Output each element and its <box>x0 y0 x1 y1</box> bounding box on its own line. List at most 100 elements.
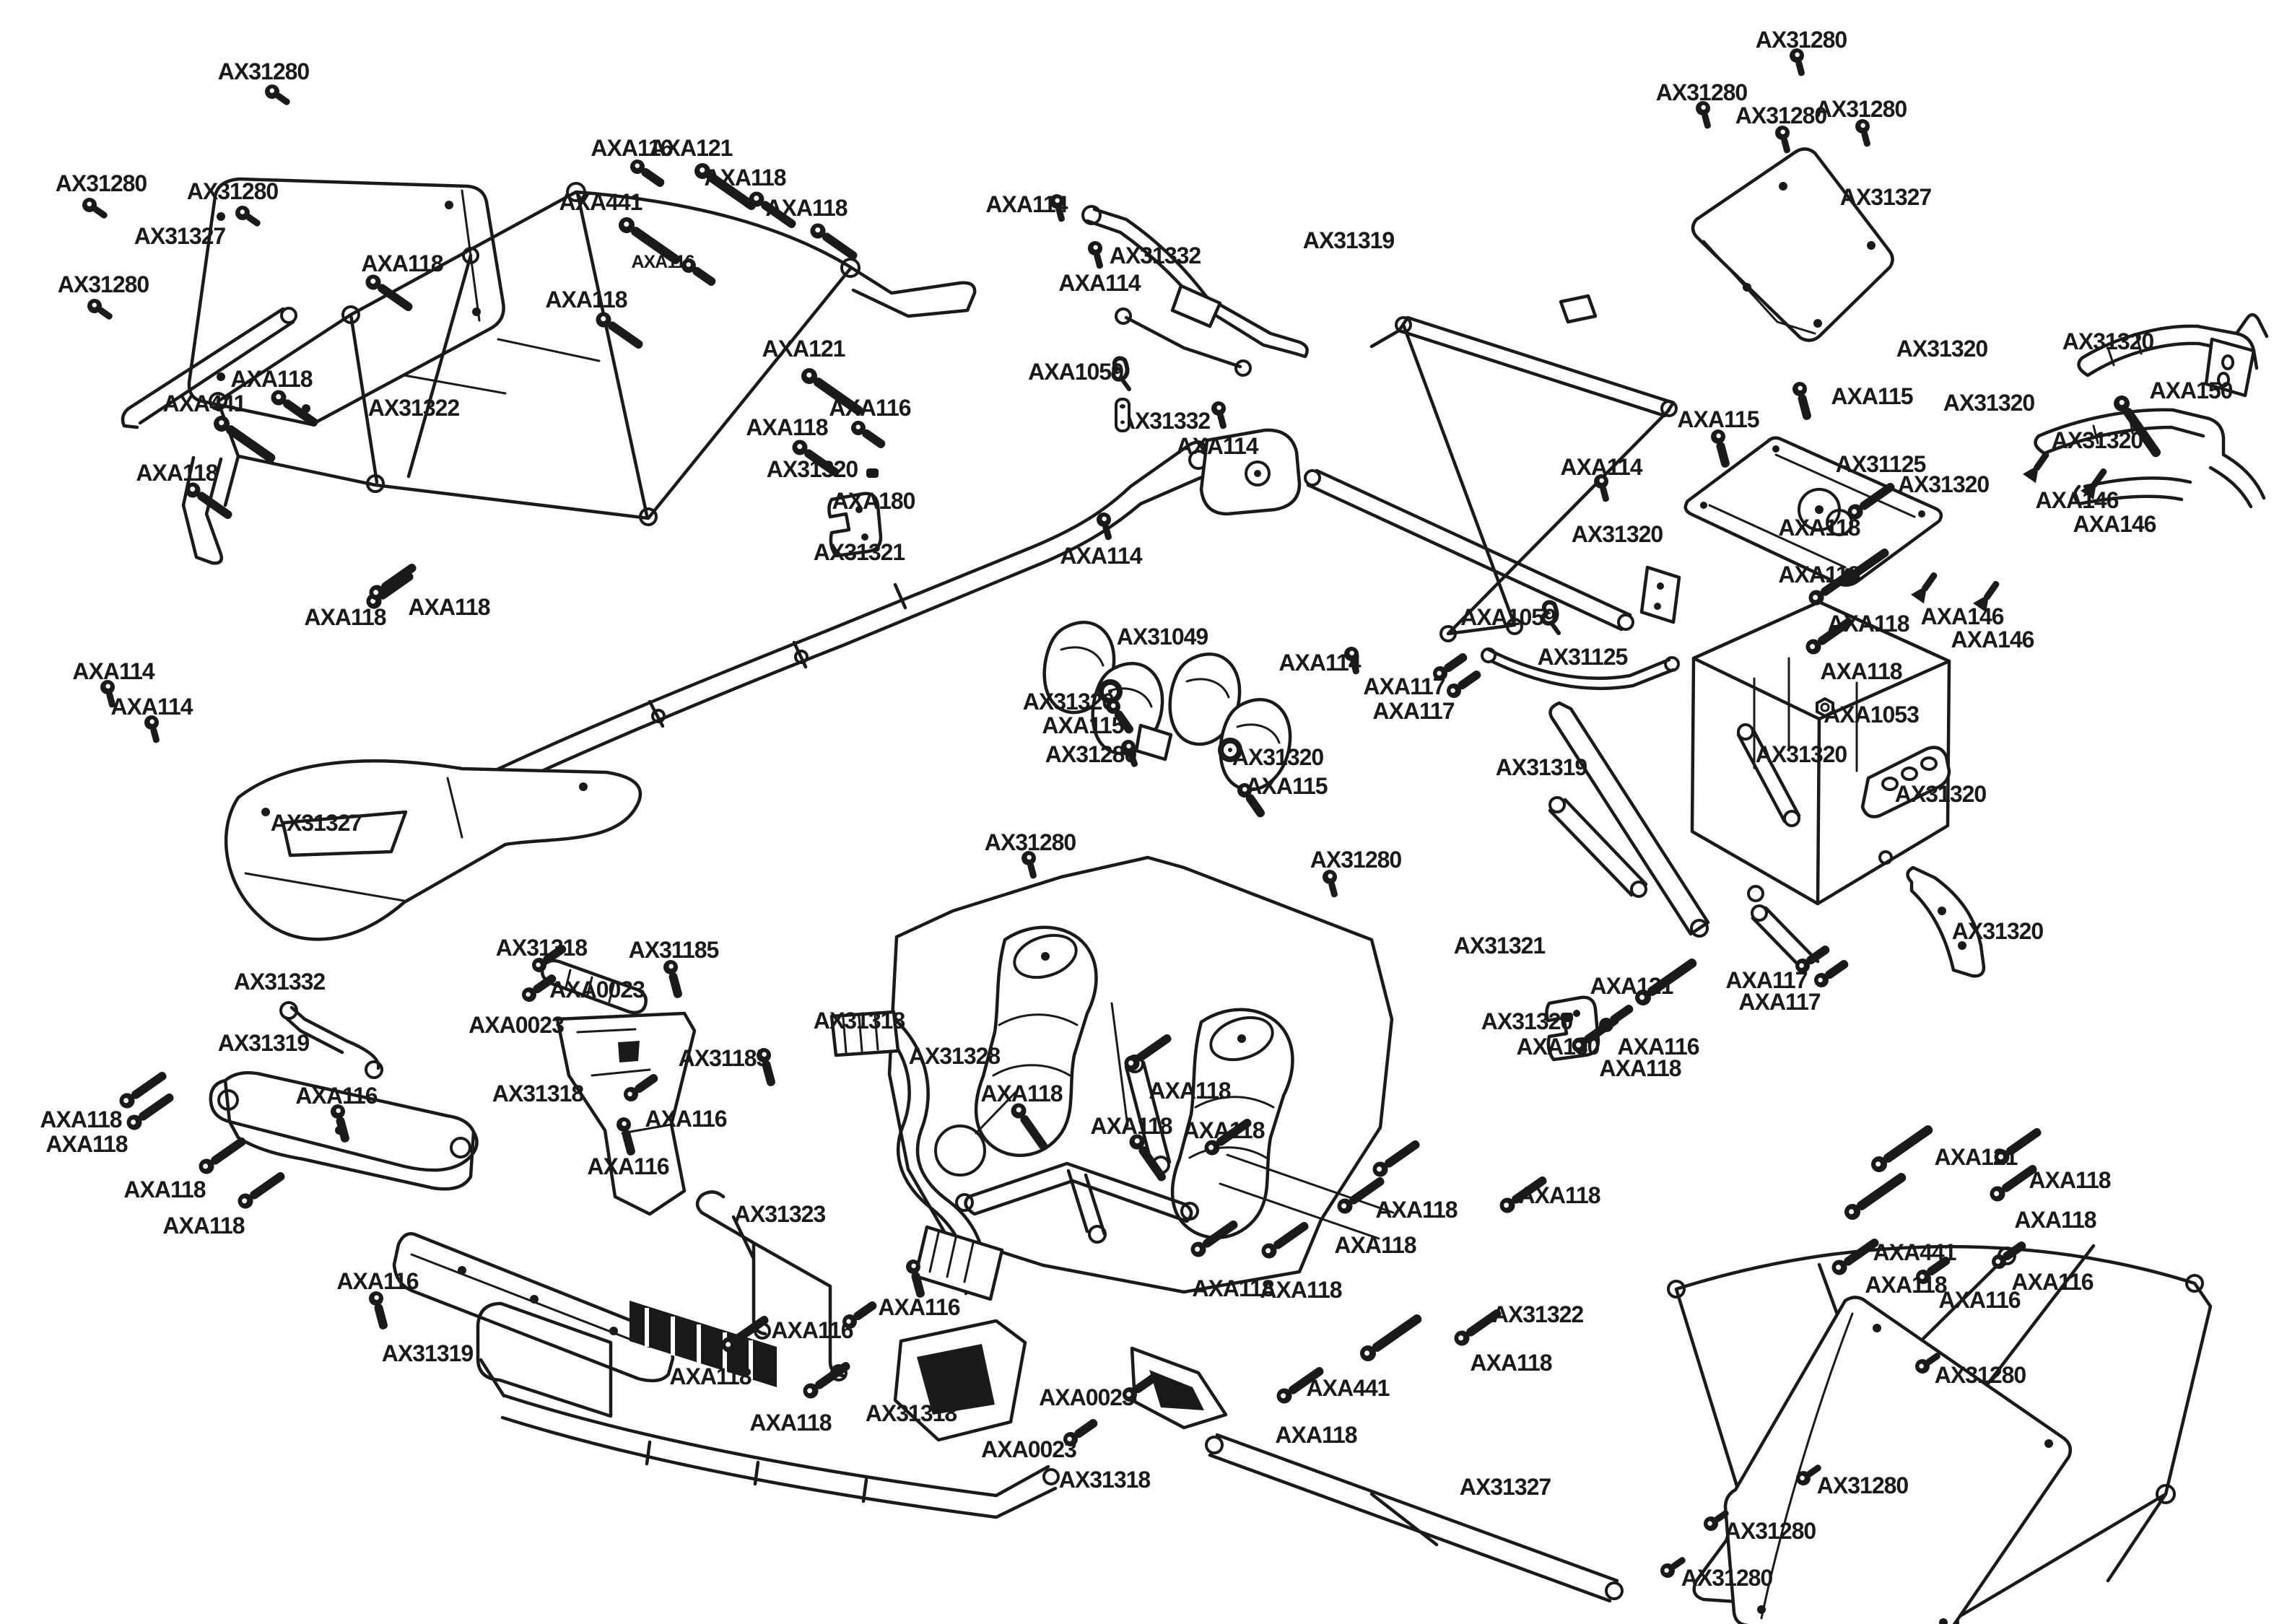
part-label-axa114-34: AXA114 <box>1060 510 1143 569</box>
part-label-axa118-73: AXA118 <box>1803 614 1903 684</box>
part-label-axa118-132: AXA118 <box>1829 1234 1948 1298</box>
fastener-icon-sm <box>661 958 687 1000</box>
part-interior-tub-seats <box>887 855 1395 1294</box>
part-label-ax31327-127: AX31327 <box>1460 1474 1552 1500</box>
part-number-text: AX31327 <box>1460 1474 1551 1500</box>
part-label-axa115-38: AXA115 <box>1042 697 1138 738</box>
part-number-text: AXA116 <box>645 1106 726 1132</box>
part-number-text: AXA118 <box>230 366 312 392</box>
part-number-text: AXA118 <box>123 1176 205 1202</box>
part-number-text: AXA118 <box>1865 1272 1946 1298</box>
part-label-ax31280-4: AX31280 <box>58 271 149 324</box>
part-number-text: AX31280 <box>56 170 147 196</box>
part-number-text: AXA121 <box>762 336 845 362</box>
part-tube-frame-upper-right <box>2077 313 2269 398</box>
part-number-text: AXA116 <box>295 1083 377 1109</box>
part-number-text: AX31280 <box>985 829 1076 855</box>
part-label-axa118-119: AXA118 <box>1258 1218 1343 1303</box>
part-number-text: AX31320 <box>1896 336 1988 362</box>
part-label-ax31319-30: AX31319 <box>1303 227 1395 253</box>
part-door-panel-top-left <box>187 177 505 427</box>
part-number-text: AXA146 <box>1951 627 2034 652</box>
part-number-text: AX31318 <box>496 935 588 961</box>
fastener-icon-lm <box>196 1133 250 1177</box>
part-number-text: AXA116 <box>1617 1034 1699 1060</box>
part-label-axa118-23: AXA118 <box>746 414 843 481</box>
part-number-text: AXA118 <box>2014 1207 2096 1233</box>
fastener-icon-bs <box>1209 399 1232 431</box>
part-label-ax31319-95: AX31319 <box>382 1340 474 1366</box>
part-number-text: AXA114 <box>72 658 154 684</box>
part-driveshaft-brace <box>1304 468 1634 632</box>
part-battery-box <box>1690 600 1951 906</box>
part-number-text: AXA118 <box>1192 1275 1273 1301</box>
part-number-text: AX31320 <box>2062 328 2154 354</box>
part-number-text: AX31327 <box>134 223 226 249</box>
part-number-text: AXA118 <box>1275 1422 1356 1448</box>
part-number-text: AXA146 <box>2036 487 2119 513</box>
part-door-panel-bottom-right <box>1723 1296 2072 1624</box>
fastener-icon-gr <box>866 468 879 478</box>
part-label-axa180-25: AXA180 <box>832 468 916 514</box>
part-number-text: AX31320 <box>1898 471 1990 497</box>
part-number-text: AXA115 <box>1042 712 1123 738</box>
part-number-text: AXA118 <box>45 1131 127 1157</box>
part-number-text: AX31185 <box>629 937 719 963</box>
fastener-icon-ls <box>1356 1309 1426 1365</box>
part-number-text: AXA116 <box>829 395 910 421</box>
part-label-axa116-103: AXA116 <box>621 1070 728 1132</box>
part-number-text: AX31125 <box>1538 644 1628 670</box>
part-label-ax31318-113: AX31318 <box>1059 1467 1151 1493</box>
part-label-ax31327-86: AX31327 <box>271 810 363 836</box>
fastener-icon-sm <box>848 418 889 453</box>
part-pedal-boot <box>1130 1346 1228 1430</box>
part-number-text: AXA0023 <box>1039 1384 1134 1410</box>
part-number-text: AX31280 <box>1817 1472 1909 1498</box>
part-number-text: AXA118 <box>1090 1113 1172 1139</box>
part-label-ax31320-77: AX31320 <box>1952 918 2044 944</box>
part-number-text: AXA118 <box>1599 1055 1681 1081</box>
part-door-panel-top-right <box>1691 147 1894 342</box>
part-label-axa121-128: AXA121 <box>1868 1120 2018 1176</box>
part-number-text: AX31125 <box>1836 451 1926 477</box>
part-number-text: AX31320 <box>1481 1008 1573 1034</box>
part-servo-mount-funnel <box>555 1011 697 1216</box>
part-label-ax31280-42: AX31280 <box>985 829 1076 881</box>
part-label-axa146-72: AXA146 <box>1951 577 2035 652</box>
part-bumper-bottom-left <box>209 1071 479 1191</box>
part-label-ax31280-52: AX31280 <box>1656 79 1748 131</box>
fastener-icon-bs <box>84 296 116 324</box>
part-number-text: AXA150 <box>2150 377 2233 403</box>
part-number-text: AXA115 <box>1677 406 1759 432</box>
part-label-ax31318-96: AX31318 <box>496 935 588 961</box>
part-number-text: AXA116 <box>336 1268 418 1294</box>
part-number-text: AXA0023 <box>549 977 645 1003</box>
part-number-text: AX31319 <box>382 1340 474 1366</box>
part-number-text: AXA117 <box>1725 967 1807 993</box>
part-number-text: AX31328 <box>909 1043 1001 1069</box>
part-number-text: AX31280 <box>187 178 279 204</box>
part-label-axa118-116: AXA118 <box>1121 1030 1232 1104</box>
part-label-axa115-56: AXA115 <box>1790 380 1914 422</box>
part-label-ax31280-39: AX31280 <box>1045 738 1143 769</box>
part-label-axa118-18: AXA118 <box>765 195 861 264</box>
fastener-icon-sm <box>367 1289 392 1332</box>
part-label-axa117-79: AXA117 <box>1738 956 1852 1015</box>
part-label-ax31328-50: AX31328 <box>909 1043 1001 1069</box>
part-label-axa441-7: AXA441 <box>163 390 279 468</box>
fastener-icon-sm <box>1709 427 1734 470</box>
part-number-text: AXA118 <box>545 287 627 313</box>
part-number-text: AXA118 <box>2029 1167 2110 1193</box>
part-label-ax31049-36: AX31049 <box>1117 624 1209 650</box>
part-number-text: AX31280 <box>1935 1362 2026 1388</box>
part-label-axa118-130: AXA118 <box>1987 1161 2097 1233</box>
part-label-ax31280-2: AX31280 <box>187 178 279 231</box>
part-label-axa1059-49: AXA1059 <box>1460 602 1559 633</box>
part-number-text: AXA118 <box>408 594 489 620</box>
part-number-text: AXA118 <box>704 165 785 191</box>
part-number-text: AXA117 <box>1363 673 1445 699</box>
part-label-axa118-16: AXA118 <box>704 165 800 232</box>
part-number-text: AX31320 <box>767 456 858 482</box>
part-steering-linkage <box>1081 205 1309 377</box>
